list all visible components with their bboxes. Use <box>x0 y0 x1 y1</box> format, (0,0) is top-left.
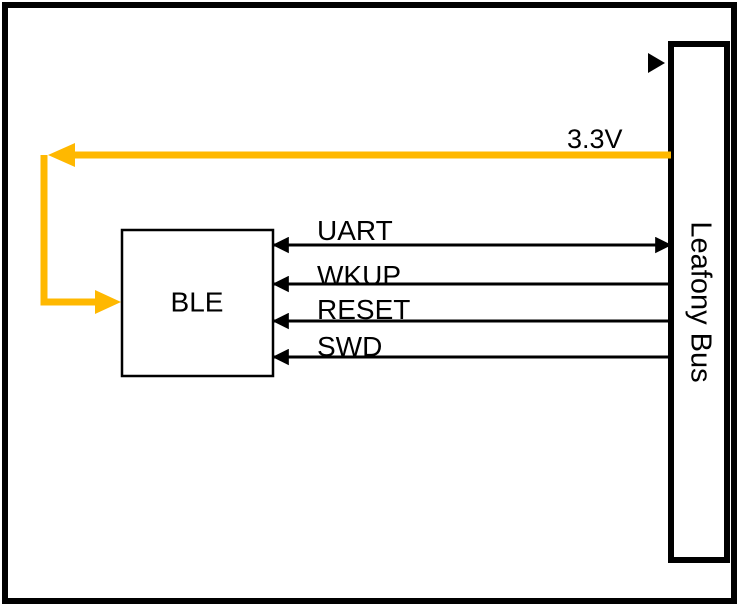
bus-label: Leafony Bus <box>684 221 716 382</box>
leafony-bus <box>668 41 730 563</box>
wkup-label: WKUP <box>317 260 401 291</box>
power-arrow-icon <box>95 290 121 314</box>
uart-label: UART <box>317 215 393 246</box>
reset-label: RESET <box>317 294 410 325</box>
pin-marker-icon <box>648 53 665 73</box>
power-line <box>40 143 671 314</box>
ble-label: BLE <box>171 286 224 317</box>
power-arrow-icon <box>48 143 75 167</box>
swd-label: SWD <box>317 331 382 362</box>
ble-block <box>120 228 275 378</box>
power-label: 3.3V <box>567 124 623 154</box>
